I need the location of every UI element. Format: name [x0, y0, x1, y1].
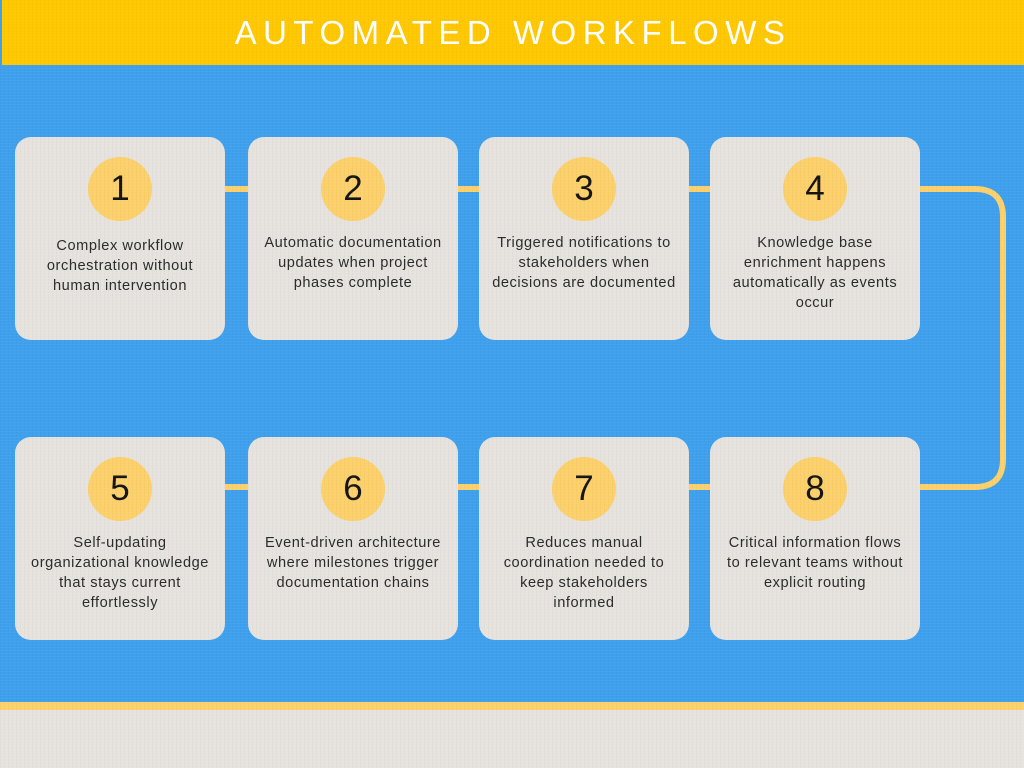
step-card-5[interactable]: 5 Self-updating organizational knowledge… — [15, 437, 225, 640]
step-description: Automatic documentation updates when pro… — [264, 235, 442, 291]
step-card-3[interactable]: 3 Triggered notifications to stakeholder… — [479, 137, 689, 340]
step-description: Complex workflow orchestration without h… — [46, 238, 194, 294]
step-number-badge: 2 — [321, 157, 385, 221]
step-description: Self-updating organizational knowledge t… — [31, 535, 209, 611]
page-title: AUTOMATED WORKFLOWS — [234, 14, 792, 51]
step-description: Triggered notifications to stakeholders … — [492, 235, 676, 291]
step-card-7[interactable]: 7 Reduces manual coordination needed to … — [479, 437, 689, 640]
step-number-badge: 5 — [88, 457, 152, 521]
step-number-badge: 4 — [783, 157, 847, 221]
connector-path — [117, 186, 1006, 490]
step-number-badge: 1 — [88, 157, 152, 221]
step-card-1[interactable]: 1 Complex workflow orchestration without… — [15, 137, 225, 340]
step-number-badge: 7 — [552, 457, 616, 521]
step-card-4[interactable]: 4 Knowledge base enrichment happens auto… — [710, 137, 920, 340]
step-number-badge: 6 — [321, 457, 385, 521]
step-description: Critical information flows to relevant t… — [727, 535, 903, 591]
header-bar: AUTOMATED WORKFLOWS — [2, 0, 1024, 65]
step-card-8[interactable]: 8 Critical information flows to relevant… — [710, 437, 920, 640]
step-card-2[interactable]: 2 Automatic documentation updates when p… — [248, 137, 458, 340]
footer-band — [0, 710, 1024, 768]
step-description: Event-driven architecture where mileston… — [265, 535, 441, 591]
step-description: Knowledge base enrichment happens automa… — [732, 235, 898, 311]
step-card-6[interactable]: 6 Event-driven architecture where milest… — [248, 437, 458, 640]
step-description: Reduces manual coordination needed to ke… — [503, 535, 665, 611]
step-number-badge: 3 — [552, 157, 616, 221]
footer-divider-rule — [0, 702, 1024, 710]
left-edge-accent — [0, 0, 2, 65]
step-number-badge: 8 — [783, 457, 847, 521]
